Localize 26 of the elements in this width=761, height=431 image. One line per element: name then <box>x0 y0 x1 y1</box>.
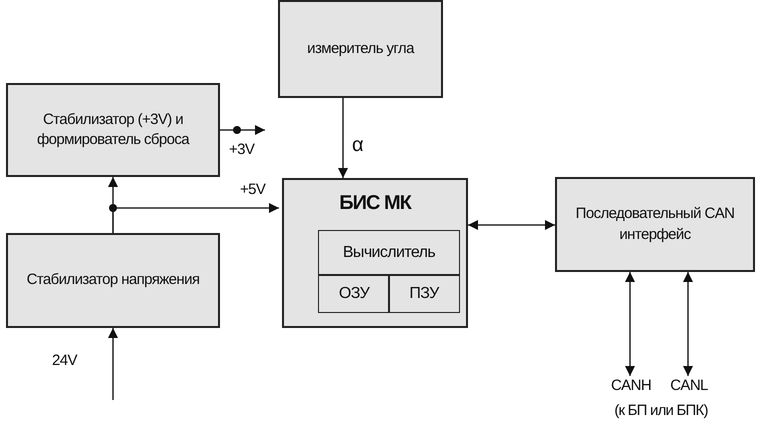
block-text: ОЗУ <box>338 284 370 304</box>
block-title: БИС МК <box>339 191 411 216</box>
arrow <box>468 220 555 230</box>
arrow <box>625 272 635 376</box>
block-text: Стабилизатор (+3V) и формирователь сброса <box>36 110 191 150</box>
note-text: (к БП или БПК) <box>613 402 709 419</box>
interface-box <box>555 177 755 272</box>
microcontroller-box <box>282 178 468 328</box>
table-cell <box>318 274 390 313</box>
arrow <box>683 272 693 376</box>
arrow <box>112 203 279 233</box>
regulator-box <box>6 83 220 177</box>
block-text: измеритель угла <box>307 38 414 59</box>
regulator-box <box>6 233 220 328</box>
block-text: CANH <box>610 376 652 396</box>
sensor-box <box>278 0 443 98</box>
block-text: CANL <box>670 376 708 396</box>
table-cell <box>318 230 460 276</box>
block-text: ПЗУ <box>409 284 439 304</box>
arrow <box>338 98 348 178</box>
arrow <box>108 328 118 400</box>
block-text: Вычислитель <box>342 243 436 264</box>
arrow <box>220 125 265 135</box>
table-cell <box>388 274 460 313</box>
block-text: Последовательный CAN интерфейс <box>574 204 736 244</box>
block-text: Стабилизатор напряжения <box>26 270 200 290</box>
